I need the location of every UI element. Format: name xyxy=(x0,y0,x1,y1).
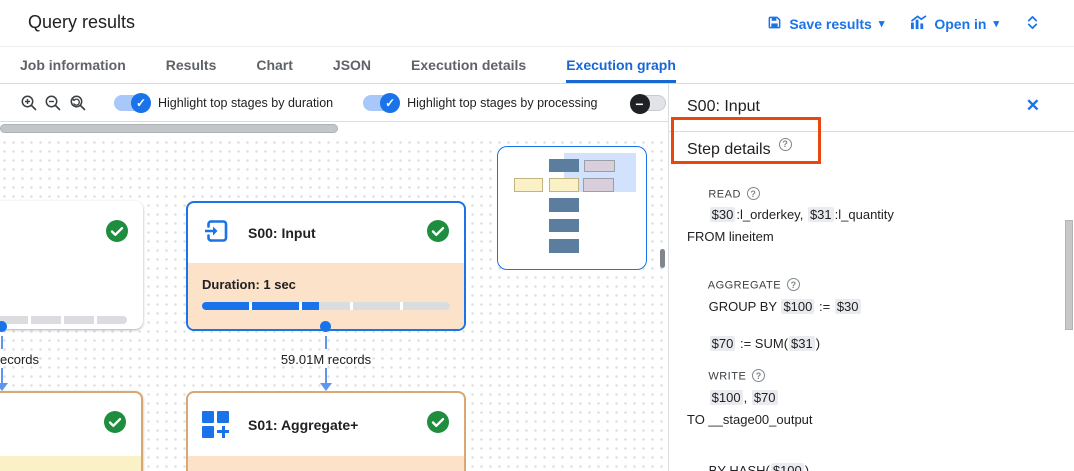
save-icon xyxy=(767,15,782,33)
highlight-processing-toggle[interactable]: ✓ xyxy=(363,92,401,113)
save-results-button[interactable]: Save results ▾ xyxy=(767,15,884,33)
header-actions: Save results ▾ Open in ▾ xyxy=(767,0,1040,47)
minimap-stage xyxy=(549,239,579,253)
zoom-reset-button[interactable] xyxy=(68,91,86,115)
aggregate-section-label: AGGREGATE? xyxy=(687,266,801,304)
unfold-icon xyxy=(1025,14,1040,34)
stage-progress-bar xyxy=(202,302,450,310)
read-line: $30:l_orderkey, $31:l_quantity xyxy=(709,207,894,222)
tab-json[interactable]: JSON xyxy=(332,57,372,73)
edge-records-label: 59.01M records xyxy=(280,352,372,367)
chart-icon xyxy=(910,14,927,33)
to-line: TO __stage00_output xyxy=(687,412,813,427)
edge-arrow-icon xyxy=(0,383,8,391)
stage-node-left-top[interactable] xyxy=(0,201,143,329)
tab-bar: Job information Results Chart JSON Execu… xyxy=(0,47,1074,84)
edge-records-label: ecords xyxy=(0,352,40,367)
open-in-button[interactable]: Open in ▾ xyxy=(910,14,999,33)
stage-node-left-bottom[interactable] xyxy=(0,391,143,471)
zoom-out-button[interactable] xyxy=(44,91,62,115)
caret-down-icon: ▾ xyxy=(878,18,885,30)
edge-connector-dot xyxy=(320,321,331,332)
step-details-heading: Step details? xyxy=(687,137,792,159)
input-stage-icon xyxy=(202,217,230,250)
toggle-minus-icon: − xyxy=(629,93,650,114)
help-icon[interactable]: ? xyxy=(752,369,766,382)
read-section-label: READ? xyxy=(687,175,760,213)
collapse-expand-button[interactable] xyxy=(1025,14,1040,34)
success-check-icon xyxy=(105,219,129,248)
sum-line: $70 := SUM($31) xyxy=(709,336,821,351)
minimap-stage xyxy=(549,178,579,192)
success-check-icon xyxy=(426,410,450,439)
save-results-label: Save results xyxy=(789,15,872,32)
group-by-line: GROUP BY $100 := $30 xyxy=(708,299,861,314)
write-line: $100, $70 xyxy=(709,390,778,405)
open-in-label: Open in xyxy=(934,15,987,32)
dark-toggle[interactable]: − xyxy=(629,93,666,114)
tab-results[interactable]: Results xyxy=(165,57,217,73)
stage-duration-section: Duration: 1 sec xyxy=(188,263,464,329)
help-icon[interactable]: ? xyxy=(746,187,760,200)
success-check-icon xyxy=(103,410,127,439)
stage-duration-section: Duration: xyxy=(188,456,464,471)
minimap-stage xyxy=(583,178,614,192)
edge-arrow-icon xyxy=(320,383,332,391)
highlight-duration-label: Highlight top stages by duration xyxy=(158,95,334,110)
from-line: FROM lineitem xyxy=(687,229,774,244)
edge-line xyxy=(325,368,327,384)
tab-job-information[interactable]: Job information xyxy=(20,57,126,73)
graph-toolbar: ✓ Highlight top stages by duration ✓ Hig… xyxy=(0,84,668,121)
success-check-icon xyxy=(426,219,450,248)
tab-chart[interactable]: Chart xyxy=(256,57,293,73)
edge-line xyxy=(1,368,3,384)
zoom-in-button[interactable] xyxy=(20,91,38,115)
header: Query results Save results ▾ Open in ▾ xyxy=(0,0,1074,47)
step-details-panel: S00: Input ✕ Step details? READ? $30:l_o… xyxy=(668,84,1074,471)
execution-graph-canvas[interactable]: ecords S00: Input xyxy=(0,121,668,471)
write-section-label: WRITE? xyxy=(687,357,766,395)
duration-label: Duration: 1 sec xyxy=(202,277,296,292)
edge-connector-dot xyxy=(0,321,7,332)
horizontal-scrollbar-thumb[interactable] xyxy=(0,124,338,133)
tab-execution-details[interactable]: Execution details xyxy=(411,57,527,73)
panel-title: S00: Input xyxy=(687,98,760,115)
graph-minimap[interactable] xyxy=(497,146,647,270)
edge-line xyxy=(325,336,327,349)
toggle-check-icon: ✓ xyxy=(380,92,401,113)
help-icon[interactable]: ? xyxy=(778,137,792,151)
toggle-check-icon: ✓ xyxy=(131,92,151,113)
help-icon[interactable]: ? xyxy=(787,278,801,291)
highlight-processing-label: Highlight top stages by processing xyxy=(407,95,598,110)
minimap-stage xyxy=(549,198,579,212)
stage-node-s00[interactable]: S00: Input Duration: 1 sec xyxy=(186,201,466,331)
close-icon[interactable]: ✕ xyxy=(1025,96,1040,115)
page-title: Query results xyxy=(28,12,136,32)
stage-progress-bar xyxy=(0,316,127,324)
minimap-stage xyxy=(549,219,579,232)
panel-divider xyxy=(669,131,1074,132)
stage-node-s01[interactable]: S01: Aggregate+ Duration: xyxy=(186,391,466,471)
by-hash-line: BY HASH($100) xyxy=(687,448,809,471)
stage-title: S00: Input xyxy=(248,225,316,241)
caret-down-icon: ▾ xyxy=(993,18,999,30)
tab-execution-graph[interactable]: Execution graph xyxy=(566,47,676,83)
canvas-horizontal-scrollbar xyxy=(0,122,668,137)
stage-title: S01: Aggregate+ xyxy=(248,416,359,433)
highlight-duration-toggle[interactable]: ✓ xyxy=(114,92,151,113)
minimap-stage xyxy=(549,159,579,172)
canvas-vertical-scrollbar-thumb[interactable] xyxy=(660,249,665,268)
aggregate-stage-icon xyxy=(202,410,230,439)
panel-scrollbar-thumb[interactable] xyxy=(1065,220,1073,330)
minimap-stage xyxy=(584,160,615,172)
stage-duration-section xyxy=(0,456,141,471)
edge-line xyxy=(1,336,3,349)
minimap-stage xyxy=(514,178,543,192)
